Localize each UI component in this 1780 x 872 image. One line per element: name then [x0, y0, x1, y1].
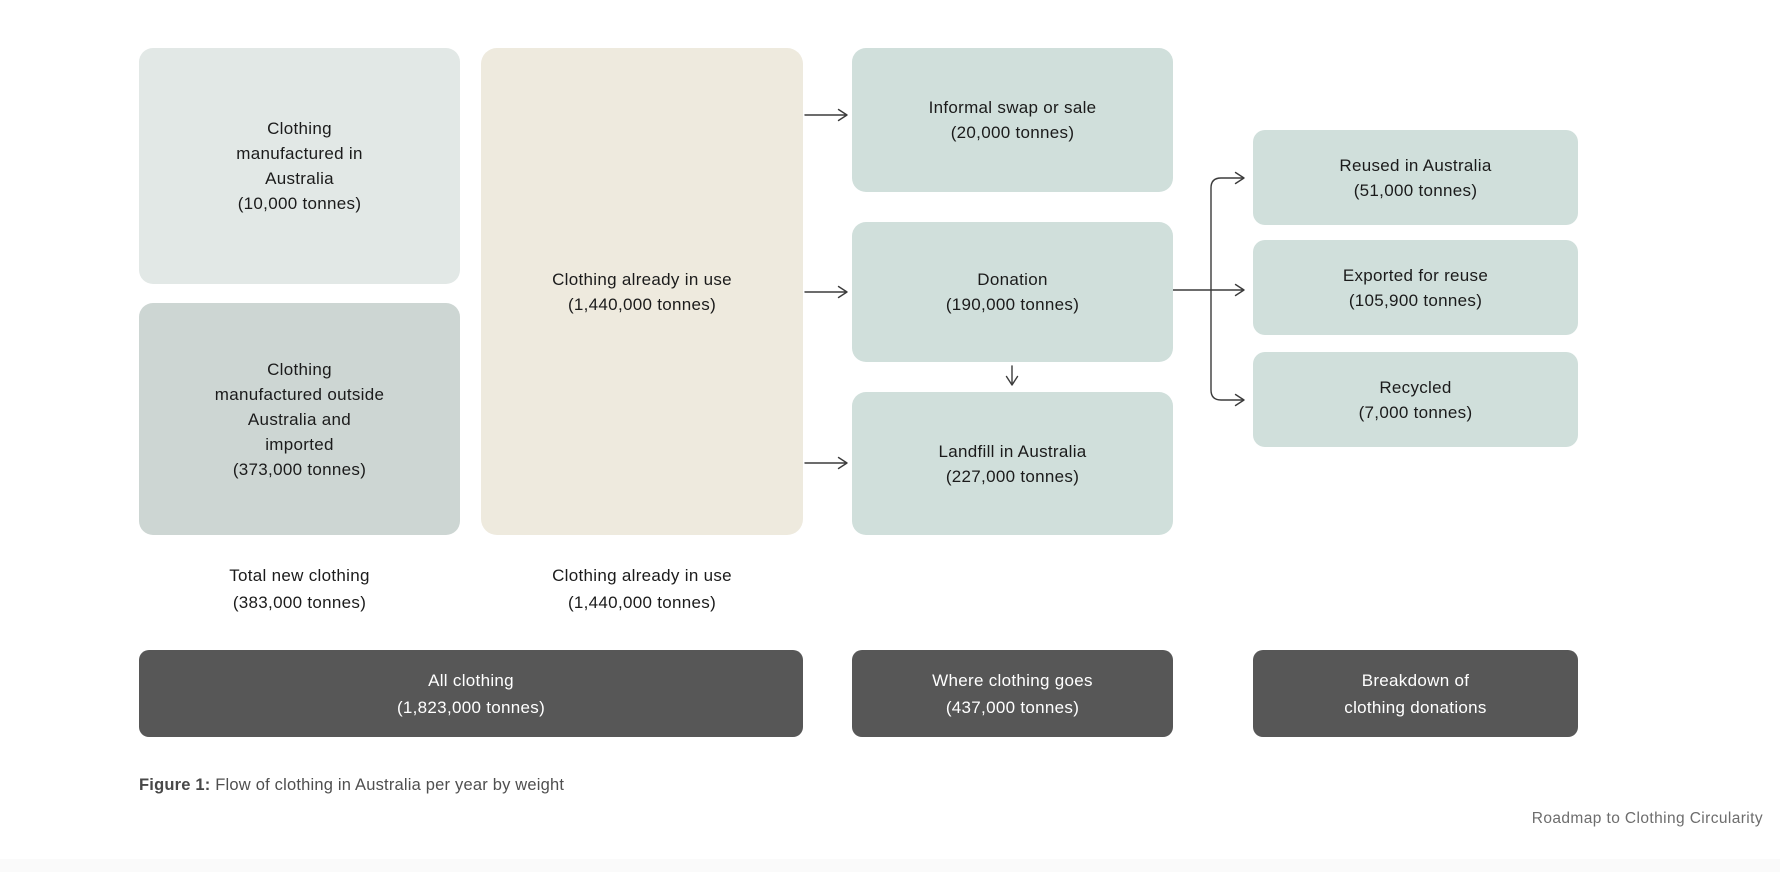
node-exported-for-reuse: Exported for reuse (105,900 tonnes)	[1253, 240, 1578, 335]
figure-caption-text: Flow of clothing in Australia per year b…	[210, 776, 565, 794]
node-label-line: Clothing	[267, 359, 332, 379]
arrow-inuse-to-donation	[804, 285, 848, 299]
summary-label-line: clothing donations	[1344, 697, 1487, 717]
node-value-line: (190,000 tonnes)	[945, 295, 1080, 314]
node-landfill-in-australia: Landfill in Australia (227,000 tonnes)	[852, 392, 1173, 535]
arrow-branch-spine	[1210, 177, 1244, 401]
node-reused-in-australia: Reused in Australia (51,000 tonnes)	[1253, 130, 1578, 225]
node-label-line: Exported for reuse	[1342, 265, 1489, 285]
node-value-line: (20,000 tonnes)	[950, 123, 1075, 142]
node-value-line: (7,000 tonnes)	[1358, 402, 1473, 422]
arrow-donation-to-exported	[1172, 283, 1245, 297]
node-value-line: (373,000 tonnes)	[232, 459, 367, 479]
node-text: Clothing manufactured in Australia (10,0…	[236, 116, 362, 216]
node-label-line: manufactured outside	[214, 384, 385, 404]
node-label-line: manufactured in	[236, 144, 363, 163]
arrow-branch-to-recycled-head	[1234, 393, 1245, 407]
summary-label-line: Where clothing goes	[932, 670, 1093, 690]
node-label-line: Informal swap or sale	[928, 98, 1097, 117]
arrow-donation-to-landfill	[1005, 365, 1019, 386]
node-value-line: (1,440,000 tonnes)	[567, 294, 717, 314]
summary-where-clothing-goes: Where clothing goes (437,000 tonnes)	[852, 650, 1173, 737]
summary-value-line: (1,823,000 tonnes)	[396, 697, 546, 717]
node-informal-swap-or-sale: Informal swap or sale (20,000 tonnes)	[852, 48, 1173, 192]
node-text: Recycled (7,000 tonnes)	[1359, 375, 1473, 425]
summary-breakdown-of-donations: Breakdown of clothing donations	[1253, 650, 1578, 737]
node-text: Exported for reuse (105,900 tonnes)	[1343, 263, 1488, 313]
summary-label-line: Breakdown of	[1361, 670, 1470, 690]
arrow-inuse-to-informal-swap	[804, 108, 848, 122]
node-recycled: Recycled (7,000 tonnes)	[1253, 352, 1578, 447]
summary-value-line: (437,000 tonnes)	[945, 697, 1080, 717]
node-label-line: Clothing already in use	[552, 269, 732, 289]
summary-all-clothing: All clothing (1,823,000 tonnes)	[139, 650, 803, 737]
total-label-line: Clothing already in use	[552, 566, 732, 585]
summary-label-line: All clothing	[428, 670, 514, 690]
summary-text: Where clothing goes (437,000 tonnes)	[932, 667, 1093, 721]
node-label-line: Reused in Australia	[1339, 155, 1492, 175]
node-label-line: Australia and	[247, 409, 352, 429]
summary-text: All clothing (1,823,000 tonnes)	[397, 667, 545, 721]
node-label-line: imported	[265, 434, 334, 454]
figure-caption: Figure 1: Flow of clothing in Australia …	[139, 776, 564, 795]
node-value-line: (227,000 tonnes)	[945, 466, 1080, 486]
summary-text: Breakdown of clothing donations	[1344, 667, 1486, 721]
node-label-line: Landfill in Australia	[938, 441, 1087, 461]
node-label-line: Clothing	[267, 119, 332, 138]
node-label-line: Donation	[977, 270, 1048, 289]
column-total-clothing-in-use: Clothing already in use (1,440,000 tonne…	[481, 562, 803, 616]
node-text: Reused in Australia (51,000 tonnes)	[1339, 153, 1491, 203]
arrow-inuse-to-landfill	[804, 456, 848, 470]
node-label-line: Australia	[265, 169, 334, 188]
node-text: Clothing already in use (1,440,000 tonne…	[552, 267, 732, 317]
node-clothing-manufactured-in-australia: Clothing manufactured in Australia (10,0…	[139, 48, 460, 284]
arrow-branch-to-reused-head	[1234, 171, 1245, 185]
node-value-line: (51,000 tonnes)	[1353, 180, 1478, 200]
node-clothing-already-in-use: Clothing already in use (1,440,000 tonne…	[481, 48, 803, 535]
node-text: Clothing manufactured outside Australia …	[215, 357, 385, 482]
node-clothing-manufactured-outside-australia: Clothing manufactured outside Australia …	[139, 303, 460, 535]
node-text: Donation (190,000 tonnes)	[946, 267, 1079, 317]
total-value-line: (383,000 tonnes)	[232, 593, 367, 612]
node-text: Landfill in Australia (227,000 tonnes)	[938, 439, 1086, 489]
node-donation: Donation (190,000 tonnes)	[852, 222, 1173, 362]
figure-caption-label: Figure 1:	[139, 776, 211, 794]
node-value-line: (105,900 tonnes)	[1348, 290, 1483, 310]
document-footer-title: Roadmap to Clothing Circularity	[1531, 810, 1763, 827]
column-total-new-clothing: Total new clothing (383,000 tonnes)	[139, 562, 460, 616]
node-text: Informal swap or sale (20,000 tonnes)	[929, 95, 1097, 145]
page-bottom-strip	[0, 859, 1780, 872]
node-label-line: Recycled	[1379, 377, 1452, 397]
total-value-line: (1,440,000 tonnes)	[567, 593, 717, 612]
total-label-line: Total new clothing	[229, 566, 370, 585]
node-value-line: (10,000 tonnes)	[237, 194, 362, 213]
